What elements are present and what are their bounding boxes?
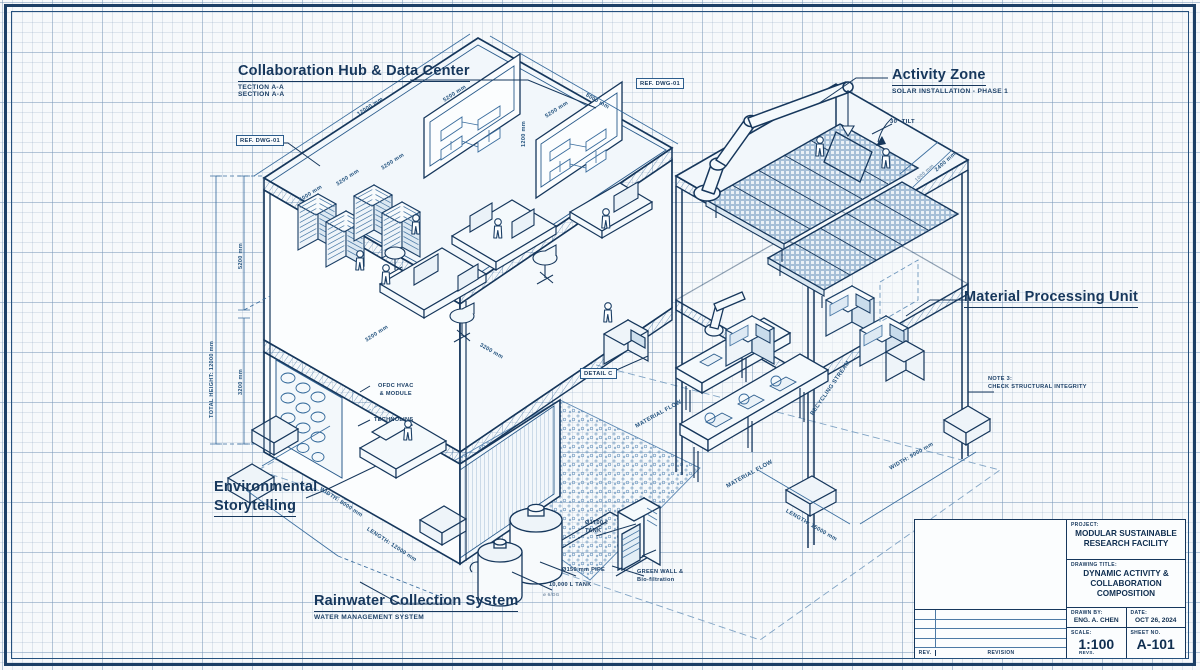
callout-environmental-storytelling: Environmental Storytelling: [214, 478, 318, 518]
note-structural-integrity: NOTE 3: CHECK STRUCTURAL INTEGRITY: [988, 375, 1087, 392]
note-tank-10000: 10,000 L TANK: [549, 582, 592, 588]
sheet-number-cell: SHEET NO. A-101: [1127, 628, 1186, 658]
callout-collaboration-hub: Collaboration Hub & Data Center TECTION …: [238, 62, 470, 98]
tag-ref-dwg-left[interactable]: REF. DWG-01: [236, 135, 285, 146]
drawing-title-line-3: COMPOSITION: [1096, 589, 1156, 598]
revision-notes-area: [915, 520, 1066, 610]
date-value: OCT 26, 2024: [1135, 617, 1177, 624]
note-label: NOTE 3:: [988, 376, 1013, 382]
note-text: CHECK STRUCTURAL INTEGRITY: [988, 384, 1087, 391]
callout-subtitle-2: SECTION A-A: [238, 91, 285, 99]
drawn-by-cell: DRAWN BY: ENG. A. CHEN: [1067, 608, 1127, 627]
drawn-by-value: ENG. A. CHEN: [1073, 617, 1119, 624]
drawing-title-cell: DRAWING TITLE: DYNAMIC ACTIVITY & COLLAB…: [1067, 560, 1185, 608]
note-hvac-line-1: OFDC HVAC: [378, 383, 414, 389]
sheet-value: A-101: [1136, 636, 1175, 652]
scale-sheet-row: SCALE: 1:100 SHEET NO. A-101: [1067, 628, 1185, 658]
note-hvac-line-2: & MODULE: [379, 391, 412, 398]
callout-title: Activity Zone: [892, 66, 986, 87]
note-pipe-150: Ø150 mm PIPE: [562, 567, 606, 573]
scale-value: 1:100: [1078, 636, 1115, 652]
tag-ref-dwg-top[interactable]: REF. DWG-01: [636, 78, 685, 89]
note-green-wall-line-2: Bio-filtration: [637, 577, 675, 584]
title-block-revision-panel: REV. REVISION: [915, 520, 1067, 658]
drawing-title-line-1: DYNAMIC ACTIVITY &: [1083, 569, 1169, 578]
revision-column-label: REVISION: [987, 650, 1015, 656]
drawn-by-label: DRAWN BY:: [1071, 610, 1103, 616]
note-green-wall: GREEN WALL & Bio-filtration: [637, 568, 683, 585]
callout-subtitle-1: TECTION A-A: [238, 84, 285, 92]
scale-cell: SCALE: 1:100: [1067, 628, 1127, 658]
revision-row[interactable]: [915, 610, 1066, 620]
sheet-border-outer: [4, 4, 1196, 666]
title-block: REV. REVISION PROJECT: MODULAR SUSTAINAB…: [914, 519, 1186, 659]
project-cell: PROJECT: MODULAR SUSTAINABLE RESEARCH FA…: [1067, 520, 1185, 560]
project-value-line-1: MODULAR SUSTAINABLE: [1075, 529, 1177, 538]
note-panel-tilt: 30° TILT: [890, 119, 915, 125]
tag-detail-c[interactable]: DETAIL C: [580, 368, 617, 379]
callout-rainwater-collection: Rainwater Collection System WATER MANAGE…: [314, 592, 519, 622]
callout-title: Rainwater Collection System: [314, 592, 519, 613]
drawn-by-date-row: DRAWN BY: ENG. A. CHEN DATE: OCT 26, 202…: [1067, 608, 1185, 628]
project-label: PROJECT:: [1071, 522, 1099, 528]
callout-title: Collaboration Hub & Data Center: [238, 62, 470, 83]
note-tank-small: ø 6/DG: [543, 592, 560, 597]
drawing-title-line-2: COLLABORATION: [1090, 579, 1162, 588]
callout-subtitle-1: WATER MANAGEMENT SYSTEM: [314, 614, 425, 622]
scale-label: SCALE:: [1071, 630, 1092, 636]
callout-activity-zone: Activity Zone SOLAR INSTALLATION - PHASE…: [892, 66, 1008, 95]
note-tank-1700: Ø1700 ℓ TANK: [585, 519, 608, 536]
sheet-label: SHEET NO.: [1130, 630, 1161, 636]
note-tank-1700-line-1: Ø1700 ℓ: [585, 520, 609, 526]
callout-title-line-2: Storytelling: [214, 497, 297, 518]
date-cell: DATE: OCT 26, 2024: [1127, 608, 1186, 627]
date-label: DATE:: [1130, 610, 1148, 616]
callout-title-line-1: Environmental: [214, 479, 318, 495]
revision-row[interactable]: [915, 638, 1066, 648]
revision-row[interactable]: [915, 619, 1066, 629]
rev-column-label: REV.: [915, 650, 936, 656]
callout-title: Material Processing Unit: [964, 288, 1139, 309]
revs-column-label: REVS.: [1079, 650, 1095, 655]
drawing-title-label: DRAWING TITLE:: [1071, 562, 1118, 568]
revision-row[interactable]: [915, 629, 1066, 639]
title-block-info-panel: PROJECT: MODULAR SUSTAINABLE RESEARCH FA…: [1067, 520, 1185, 658]
note-tank-1700-line-2: TANK: [585, 528, 602, 535]
sheet-border-inner: [11, 11, 1189, 659]
note-green-wall-line-1: GREEN WALL &: [637, 569, 684, 575]
revision-header-row: REV. REVISION: [915, 648, 1066, 658]
note-hvac-module: OFDC HVAC & MODULE: [378, 382, 414, 399]
callout-material-processing-unit: Material Processing Unit: [964, 288, 1139, 309]
note-technicians: TECHNOLINS: [374, 417, 414, 423]
callout-subtitle-1: SOLAR INSTALLATION - PHASE 1: [892, 88, 1009, 96]
project-value-line-2: RESEARCH FACILITY: [1083, 539, 1169, 548]
